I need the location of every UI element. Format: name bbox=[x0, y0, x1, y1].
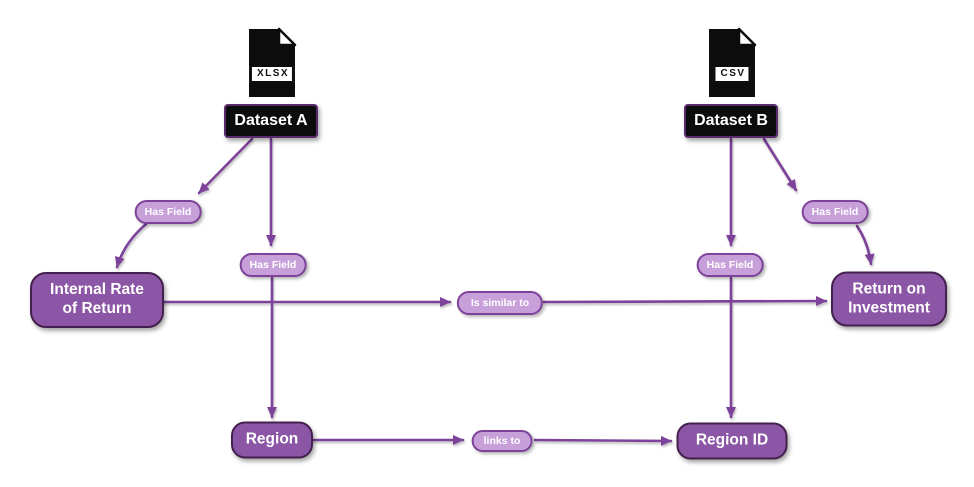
edge-dataset-b-to-hasfield-roi bbox=[762, 137, 798, 192]
edge-linksto-to-regionid bbox=[533, 435, 673, 446]
edge-label-has-field-a-irr[interactable]: Has Field bbox=[134, 200, 202, 224]
document-icon bbox=[249, 27, 297, 97]
edge-label-has-field-a-region[interactable]: Has Field bbox=[239, 253, 307, 277]
dataset-a-node[interactable]: Dataset A bbox=[224, 104, 318, 138]
edge-label-has-field-b-roi[interactable]: Has Field bbox=[801, 200, 869, 224]
csv-file-icon[interactable]: CSV bbox=[706, 27, 758, 99]
document-icon bbox=[709, 27, 757, 97]
edge-label-is-similar-to[interactable]: Is similar to bbox=[456, 291, 544, 315]
xlsx-file-icon[interactable]: XLSX bbox=[246, 27, 298, 99]
edge-hasfield-to-roi bbox=[855, 224, 875, 266]
edge-label-has-field-b-regionid[interactable]: Has Field bbox=[696, 253, 764, 277]
edge-label-links-to[interactable]: links to bbox=[471, 430, 533, 452]
node-region-id[interactable]: Region ID bbox=[676, 422, 788, 460]
file-type-label: XLSX bbox=[249, 65, 295, 83]
edge-issimilar-to-roi bbox=[542, 296, 828, 307]
node-region[interactable]: Region bbox=[231, 421, 313, 459]
node-internal-rate-of-return[interactable]: Internal Rate of Return bbox=[30, 272, 164, 328]
dataset-b-node[interactable]: Dataset B bbox=[684, 104, 778, 138]
edge-dataset-a-to-hasfield-irr bbox=[197, 137, 254, 195]
file-type-label: CSV bbox=[713, 65, 751, 83]
node-return-on-investment[interactable]: Return on Investment bbox=[831, 271, 947, 327]
edge-hasfield-to-irr bbox=[115, 222, 148, 269]
